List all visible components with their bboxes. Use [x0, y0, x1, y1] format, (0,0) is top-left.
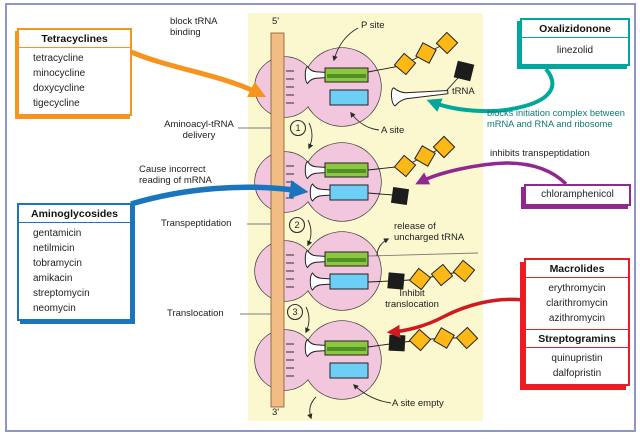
- ribosome-3-sites: [304, 249, 479, 291]
- drug-item: quinupristin: [551, 353, 603, 364]
- aminoglycosides-box: Aminoglycosides gentamicin netilmicin to…: [17, 203, 132, 321]
- step-2-arrow: [307, 219, 313, 247]
- a-site-label: A site: [381, 125, 405, 136]
- step-2-number: 2: [294, 219, 300, 230]
- step-1-arrow: [308, 122, 314, 150]
- drug-item: gentamicin: [33, 228, 82, 239]
- p-site-pointer: [332, 27, 359, 62]
- drug-item: erythromycin: [548, 283, 606, 294]
- release-pointer: [376, 238, 390, 257]
- drug-item: tobramycin: [33, 258, 82, 269]
- ribosome-4-sites: [304, 326, 479, 379]
- translocation-label: Translocation: [167, 308, 224, 319]
- aminoglycosides-title: Aminoglycosides: [19, 205, 130, 223]
- macrolides-streptogramins-box: Macrolides erythromycin clarithromycin a…: [524, 258, 630, 386]
- a-site-empty-pointer: [353, 384, 392, 404]
- drug-item: clarithromycin: [546, 298, 608, 309]
- three-prime-label: 3': [272, 407, 280, 418]
- drug-item: dalfopristin: [552, 368, 602, 379]
- oxalizidonone-title: Oxalizidonone: [522, 20, 628, 38]
- ribosome-2-sites: [304, 135, 456, 206]
- tetracyclines-arrow: [130, 49, 267, 98]
- macrolides-arrow: [386, 297, 524, 339]
- drug-item: netilmicin: [33, 243, 75, 254]
- macrolides-title: Macrolides: [526, 260, 628, 278]
- trna-label: tRNA: [452, 86, 475, 97]
- blocks-initiation-note: blocks initiation complex between mRNA a…: [487, 108, 625, 129]
- step-1-circle: [289, 119, 307, 137]
- drug-item: minocycline: [33, 68, 86, 79]
- mrna-codon-ticks: [286, 70, 294, 377]
- block-trna-binding-label: block tRNA binding: [170, 16, 217, 38]
- aminoacyl-delivery-label: Aminoacyl-tRNA delivery: [164, 119, 234, 141]
- step-3-arrow: [305, 306, 311, 334]
- a-site-empty-label: A site empty: [392, 398, 444, 409]
- incoming-trna: [390, 87, 449, 107]
- step-1-number: 1: [295, 122, 301, 133]
- tetracyclines-box: Tetracyclines tetracycline minocycline d…: [17, 28, 132, 116]
- step-2-circle: [288, 216, 306, 234]
- drug-item: tigecycline: [33, 98, 80, 109]
- streptogramins-title: Streptogramins: [526, 329, 628, 348]
- step-3-circle: [286, 303, 304, 321]
- tetracyclines-title: Tetracyclines: [19, 30, 130, 48]
- final-step-arrow: [307, 396, 317, 420]
- release-uncharged-label: release of uncharged tRNA: [394, 221, 465, 243]
- mrna-strand: [270, 32, 285, 408]
- drug-item: streptomycin: [33, 288, 90, 299]
- drug-item: neomycin: [33, 303, 76, 314]
- a-site-pointer: [350, 111, 380, 131]
- cause-incorrect-label: Cause incorrect reading of mRNA: [139, 164, 212, 186]
- five-prime-label: 5': [272, 16, 280, 27]
- p-site-label: P site: [361, 20, 385, 31]
- aminoglycosides-arrow: [130, 180, 309, 207]
- transpeptidation-label: Transpeptidation: [161, 218, 232, 229]
- ribosome-1-sites: [304, 31, 475, 107]
- drug-item: amikacin: [33, 273, 73, 284]
- drug-item: tetracycline: [33, 53, 84, 64]
- step-3-number: 3: [292, 306, 298, 317]
- linezolid-arrow: [426, 67, 555, 114]
- oxalizidonone-box: Oxalizidonone linezolid: [520, 18, 630, 66]
- drug-item: azithromycin: [548, 313, 606, 324]
- chloramphenicol-arrow: [415, 161, 568, 186]
- drug-item: linezolid: [556, 45, 594, 56]
- chloramphenicol-box: chloramphenicol: [524, 184, 631, 206]
- inhibits-transpeptidation-note: inhibits transpeptidation: [490, 148, 590, 159]
- inhibit-translocation-label: Inhibit translocation: [385, 288, 439, 310]
- drug-item: doxycycline: [33, 83, 85, 94]
